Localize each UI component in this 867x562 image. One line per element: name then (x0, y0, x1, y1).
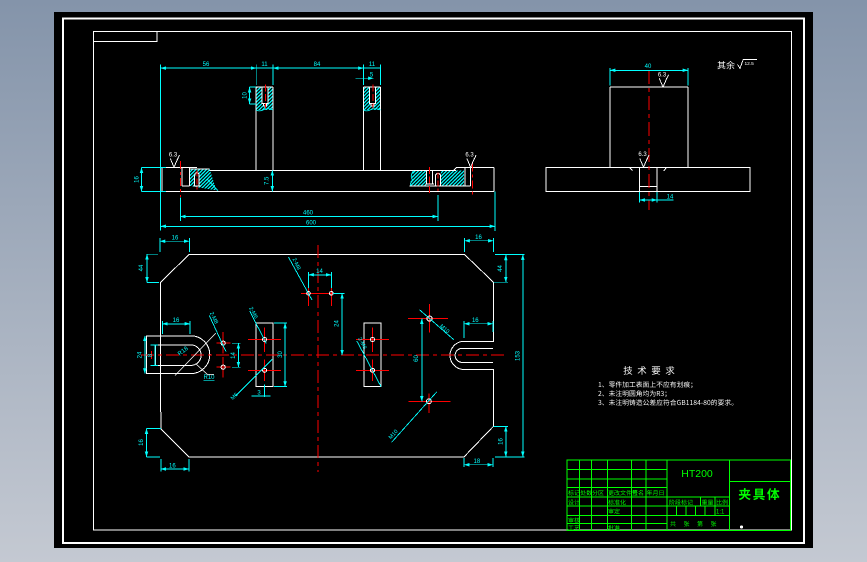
svg-text:6.3: 6.3 (638, 152, 647, 158)
svg-text:14: 14 (667, 195, 674, 201)
svg-text:56: 56 (203, 62, 210, 68)
svg-text:60: 60 (414, 355, 420, 362)
svg-text:44: 44 (498, 265, 504, 272)
svg-text:16: 16 (139, 439, 145, 446)
svg-text:8: 8 (148, 353, 154, 357)
svg-text:16: 16 (172, 236, 179, 242)
svg-text:16: 16 (472, 318, 479, 324)
svg-text:3: 3 (257, 391, 261, 397)
svg-text:6.3: 6.3 (658, 72, 667, 78)
svg-text:11: 11 (261, 62, 268, 68)
svg-text:600: 600 (306, 220, 317, 226)
svg-text:R18: R18 (177, 346, 190, 358)
svg-text:14: 14 (231, 352, 237, 359)
svg-text:11: 11 (369, 62, 376, 68)
svg-text:6.3: 6.3 (169, 153, 178, 159)
svg-text:30: 30 (278, 351, 284, 358)
svg-text:16: 16 (173, 318, 180, 324)
svg-text:24: 24 (335, 320, 341, 327)
svg-text:16: 16 (475, 235, 482, 241)
svg-text:2-M6: 2-M6 (356, 337, 367, 351)
svg-text:460: 460 (303, 211, 314, 217)
svg-text:44: 44 (139, 264, 145, 271)
svg-text:HT200: HT200 (681, 468, 713, 480)
svg-text:18: 18 (474, 459, 481, 465)
svg-text:12.5: 12.5 (745, 61, 755, 67)
svg-text:16: 16 (498, 438, 504, 445)
svg-text:R10: R10 (203, 375, 215, 381)
svg-text:6.3: 6.3 (465, 153, 474, 159)
svg-text:40: 40 (645, 64, 652, 70)
svg-text:2-M6: 2-M6 (247, 306, 258, 320)
svg-text:14: 14 (316, 269, 323, 275)
svg-text:M10: M10 (388, 429, 400, 441)
svg-text:24: 24 (138, 351, 144, 358)
svg-text:153: 153 (516, 350, 522, 361)
svg-text:84: 84 (314, 62, 321, 68)
svg-text:2-M8: 2-M8 (291, 257, 302, 271)
svg-text:16: 16 (135, 176, 141, 183)
svg-text:10: 10 (243, 92, 249, 99)
svg-text:2-M8: 2-M8 (208, 311, 219, 325)
svg-text:M10: M10 (438, 323, 450, 335)
svg-text:5: 5 (370, 73, 374, 79)
svg-text:16: 16 (169, 464, 176, 470)
svg-text:1:1: 1:1 (716, 510, 725, 516)
svg-text:M6: M6 (230, 392, 240, 402)
svg-text:7.5: 7.5 (265, 176, 271, 185)
